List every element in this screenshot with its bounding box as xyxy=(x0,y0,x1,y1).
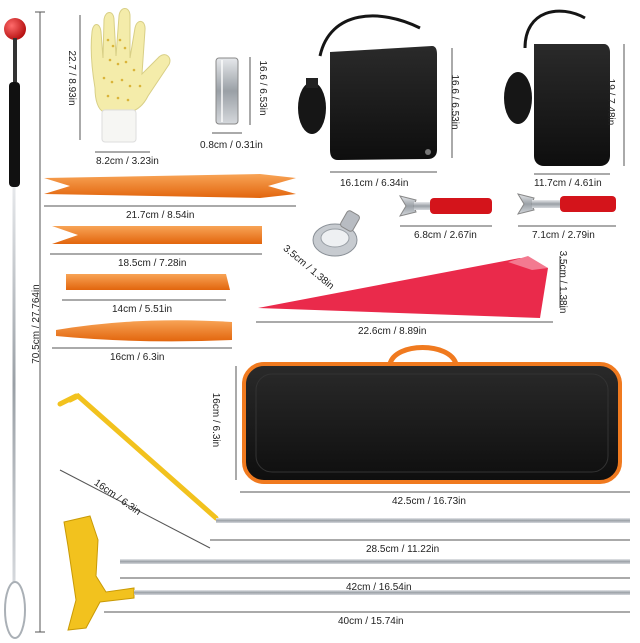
bag-height-label: 16cm / 6.3in xyxy=(210,392,221,448)
wedge-height-label: 3.5cm / 1.38in xyxy=(557,250,568,314)
hook-rod xyxy=(57,393,630,523)
cylinder-height-label: 16.6 / 6.53in xyxy=(257,60,268,116)
wedge-width-label: 22.6cm / 8.89in xyxy=(358,326,427,337)
magnet xyxy=(312,210,360,257)
work-glove xyxy=(90,8,171,143)
cylinder-width-label: 0.8cm / 0.31in xyxy=(200,140,263,151)
red-handle xyxy=(430,198,492,214)
red-ball-tip xyxy=(4,18,26,40)
bag-width-label: 42.5cm / 16.73in xyxy=(392,496,466,507)
air-bag-large xyxy=(298,14,437,160)
air-bag-small-width-label: 11.7cm / 4.61in xyxy=(534,178,602,189)
glove-height-label: 22.7 / 8.93in xyxy=(66,50,77,106)
pry-tool-4-label: 16cm / 6.3in xyxy=(110,352,165,363)
pry-tool-2-label: 18.5cm / 7.28in xyxy=(118,258,187,269)
air-bag-large-height-label: 16.6 / 6.53in xyxy=(449,74,460,130)
wrench-1-label: 6.8cm / 2.67in xyxy=(414,230,477,241)
wrench-1 xyxy=(398,195,492,217)
pry-tool-3-label: 14cm / 5.51in xyxy=(112,304,173,315)
rod-2-label: 42cm / 16.54in xyxy=(346,582,412,593)
air-bag-small-height-label: 19 / 7.48in xyxy=(605,78,616,126)
pry-tool-3 xyxy=(66,274,230,290)
rod-loop xyxy=(4,581,26,639)
wrench-2 xyxy=(516,193,616,215)
t-handle-rod xyxy=(63,515,630,631)
red-wedge xyxy=(258,256,548,318)
tool-bag xyxy=(242,345,622,484)
pump-bulb xyxy=(298,82,326,134)
air-bag-small xyxy=(504,9,610,166)
metal-cylinder xyxy=(215,57,239,125)
long-rod-label: 70.5cm / 27.764in xyxy=(31,284,42,364)
wrench-2-label: 7.1cm / 2.79in xyxy=(532,230,595,241)
long-reach-rod xyxy=(4,18,26,639)
rod-2 xyxy=(120,559,630,564)
hook-rod-length-label: 28.5cm / 11.22in xyxy=(366,544,440,555)
rod-3-label: 40cm / 15.74in xyxy=(338,616,404,627)
rod-grip xyxy=(9,82,20,187)
glove-width-label: 8.2cm / 3.23in xyxy=(96,156,159,167)
pry-tool-4 xyxy=(56,320,232,342)
pry-tool-2 xyxy=(52,226,262,244)
pry-tool-1 xyxy=(44,174,296,198)
air-bag-large-width-label: 16.1cm / 6.34in xyxy=(340,178,409,189)
pry-tool-1-label: 21.7cm / 8.54in xyxy=(126,210,195,221)
